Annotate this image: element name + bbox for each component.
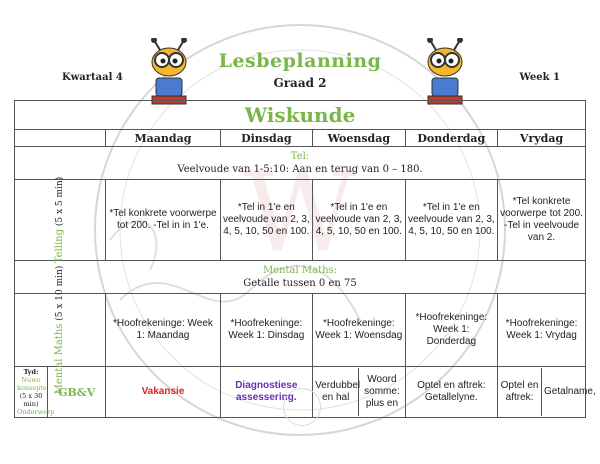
counting-banner-heading: Tel: (290, 151, 310, 162)
new-concepts-label: Tyd: Nuwe konsepte (5 x 30 min) Onderwer… (14, 366, 54, 418)
concept-cell-thursday: Optel en aftrek: Getallelyne. (404, 366, 499, 418)
new-concepts-duration: (5 x 30 min) (19, 392, 43, 408)
day-header-wednesday: Woensdag (312, 129, 406, 147)
mental-cell-tuesday: *Hoofrekeninge: Week 1: Dinsdag (219, 293, 314, 367)
mental-maths-duration: (5 x 10 min) (55, 265, 66, 321)
days-header-row: Maandag Dinsdag Woensdag Donderdag Vryda… (13, 129, 586, 147)
counting-cell-thursday: *Tel in 1'e en veelvoude van 2, 3, 4, 5,… (404, 179, 499, 261)
counting-cell-tuesday: *Tel in 1'e en veelvoude van 2, 3, 4, 5,… (219, 179, 314, 261)
week-label: Week 1 (519, 72, 560, 83)
day-header-monday: Maandag (105, 129, 221, 147)
concept-wednesday-b: Woord somme: plus en (364, 374, 400, 409)
time-label: Tyd: (23, 368, 39, 376)
mental-maths-banner-text: Getalle tussen 0 en 75 (243, 278, 357, 289)
day-header-thursday: Donderdag (404, 129, 499, 147)
mental-cell-wednesday: *Hoofrekeninge: Week 1: Woensdag (312, 293, 406, 367)
counting-banner-text: Veelvoude van 1-5:10: Aan en terug van 0… (177, 164, 423, 175)
counting-duration: (5 x 5 min) (55, 176, 66, 227)
page-title: Lesbeplanning (218, 50, 382, 72)
concept-cell-friday: Optel en aftrek: Getalname, (497, 366, 596, 418)
concept-friday-b: Getalname, (544, 386, 596, 397)
mental-cell-monday: *Hoofrekeninge: Week 1: Maandag (105, 293, 221, 367)
counting-row-label: Telling (5 x 5 min) (13, 176, 107, 264)
counting-cell-wednesday: *Tel in 1'e en veelvoude van 2, 3, 4, 5,… (312, 179, 406, 261)
mental-maths-row-label: Mental Maths (5 x 10 min) (13, 266, 107, 394)
table-row: Mental Maths (5 x 10 min) *Hoofrekeninge… (13, 266, 586, 394)
new-concepts-text: Nuwe konsepte (17, 376, 47, 392)
concept-wednesday-a: Verdubbel en hal (313, 368, 360, 416)
concept-cell-wednesday: Verdubbel en hal Woord somme: plus en (312, 366, 406, 418)
counting-cell-friday: *Tel konkrete voorwerpe tot 200. -Tel in… (497, 179, 586, 261)
table-row: Tyd: Nuwe konsepte (5 x 30 min) Onderwer… (14, 366, 596, 418)
subject-title: Wiskunde (14, 100, 586, 130)
bee-illustration-icon (427, 38, 463, 105)
watermark-seal-icon (283, 388, 321, 426)
concept-friday-a: Optel en aftrek: (498, 368, 543, 416)
counting-label: Telling (54, 228, 66, 264)
concept-cell-monday: Vakansie (105, 366, 221, 418)
table-row: Telling (5 x 5 min) *Tel konkrete voorwe… (13, 176, 586, 264)
topic-label: Onderwerp (17, 408, 55, 416)
page-header: Kwartaal 4 Week 1 Lesbeplanning Graad 2 (14, 0, 586, 105)
bee-illustration-icon (151, 38, 187, 105)
lesson-plan-table: Wiskunde Maandag Dinsdag Woensdag Donder… (13, 100, 596, 418)
counting-banner: Tel: Veelvoude van 1-5:10: Aan en terug … (14, 146, 586, 180)
mental-maths-banner: Mental Maths: Getalle tussen 0 en 75 (14, 260, 586, 294)
corner-cell (13, 129, 107, 147)
mental-cell-friday: *Hoofrekeninge: Week 1: Vrydag (497, 293, 586, 367)
term-label: Kwartaal 4 (62, 72, 123, 83)
day-header-tuesday: Dinsdag (219, 129, 314, 147)
mental-maths-banner-heading: Mental Maths: (262, 265, 338, 276)
mental-maths-label: Mental Maths (54, 323, 66, 395)
grade-label: Graad 2 (273, 76, 327, 90)
mental-cell-thursday: *Hoofrekeninge: Week 1: Donderdag (404, 293, 499, 367)
counting-cell-monday: *Tel konkrete voorwerpe tot 200. -Tel in… (105, 179, 221, 261)
day-header-friday: Vrydag (497, 129, 586, 147)
topic-value: GB&V (46, 366, 107, 418)
